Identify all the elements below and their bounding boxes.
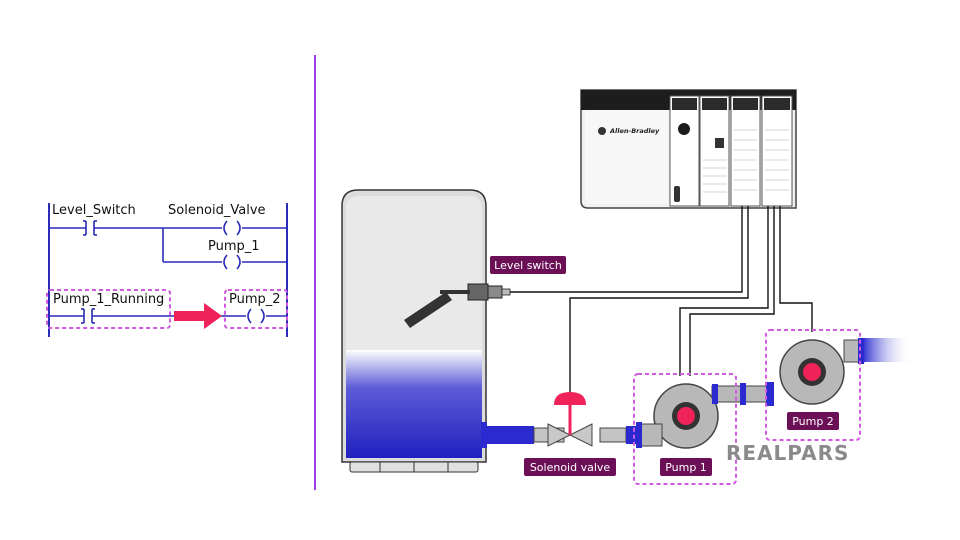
pump-1-running-highlight — [46, 289, 171, 329]
plc-output-module — [761, 95, 793, 207]
red-arrow-icon — [174, 303, 222, 329]
pump-2-impeller-icon — [803, 363, 821, 381]
plc-cpu-module — [669, 95, 700, 207]
pump-2-coil-highlight — [224, 289, 288, 329]
pump-2-highlight — [765, 329, 861, 441]
svg-text:Solenoid valve: Solenoid valve — [530, 461, 611, 474]
realpars-logo: REALPARS — [726, 441, 849, 465]
pump-1-coil[interactable] — [223, 254, 241, 270]
pump-1-highlight — [633, 373, 737, 485]
wire-pump1-a — [679, 206, 769, 376]
field-wiring — [510, 206, 813, 392]
solenoid-valve-tag: Solenoid valve — [524, 458, 616, 476]
plc-rack: Allen-Bradley — [580, 89, 797, 209]
water-tank — [341, 189, 487, 473]
plc-brand-label: Allen-Bradley — [609, 127, 660, 135]
plc-input-module — [730, 95, 761, 207]
wire-pump1-b — [689, 206, 775, 376]
wire-solenoid — [569, 206, 749, 392]
piping — [481, 338, 912, 448]
plc-comm-module — [699, 95, 730, 207]
ladder-diagram: Level_Switch Solenoid_Valve Pump_1 — [46, 203, 288, 337]
rung-1: Level_Switch Solenoid_Valve Pump_1 — [49, 203, 287, 270]
pump-1-impeller-icon — [677, 407, 695, 425]
wire-pump2 — [779, 206, 813, 332]
solenoid-valve-coil[interactable] — [223, 220, 241, 236]
rung-2: Pump_1_Running Pump_2 — [46, 289, 288, 329]
pump-1-tag: Pump 1 — [660, 458, 712, 476]
pump-1-coil-label: Pump_1 — [208, 239, 260, 254]
solenoid-valve-label: Solenoid_Valve — [168, 203, 266, 218]
pump-1-running-label: Pump_1_Running — [53, 292, 164, 307]
level-switch-device — [404, 283, 511, 328]
tank-water — [346, 350, 482, 458]
svg-text:Pump 2: Pump 2 — [792, 415, 834, 428]
wire-level-switch — [510, 206, 743, 293]
pump-2-coil[interactable] — [247, 308, 265, 324]
level-switch-tag: Level switch — [490, 256, 566, 274]
svg-text:Level switch: Level switch — [494, 259, 562, 272]
float-icon — [404, 292, 452, 328]
solenoid-valve-device — [547, 392, 593, 447]
valve-actuator-icon — [554, 392, 586, 405]
level-switch-label: Level_Switch — [52, 203, 136, 218]
pump-2-device — [765, 329, 864, 441]
pump-2-tag: Pump 2 — [787, 412, 839, 430]
pump-2-coil-label: Pump_2 — [229, 292, 281, 307]
pump-1-device — [633, 373, 737, 485]
svg-text:Pump 1: Pump 1 — [665, 461, 707, 474]
